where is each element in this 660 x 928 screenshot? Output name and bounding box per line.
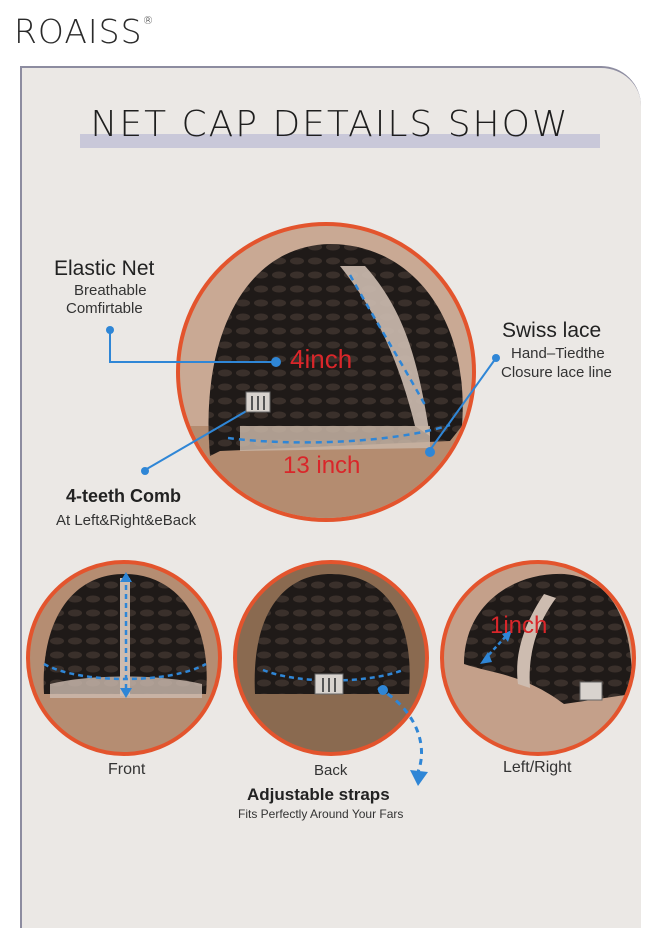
elastic-net-title: Elastic Net [54,257,155,280]
annotation-overlay [106,274,500,475]
side-measure-label: 1inch [490,612,548,639]
brand-logo: ROAISS® [14,12,155,51]
swiss-lace-line1: Hand–Tiedthe [511,345,605,362]
comb-line1: At Left&Right&eBack [56,512,197,529]
back-view-image [233,560,429,756]
view-label-left-right: Left/Right [503,759,572,776]
page-title: NET CAP DETAILS SHOW [90,104,570,145]
elastic-net-line2: Comfirtable [66,300,143,317]
swiss-lace-line2: Closure lace line [501,364,612,381]
side-cap-illustration [464,573,632,704]
view-label-back: Back [314,762,348,779]
front-view-image [26,560,222,756]
straps-line1: Fits Perfectly Around Your Fars [238,807,404,821]
measure-bottom-label: 13 inch [283,452,361,479]
straps-pointer [377,686,428,786]
view-label-front: Front [108,761,146,778]
elastic-net-line1: Breathable [74,282,147,299]
side-view-image [440,560,636,756]
comb-title: 4-teeth Comb [66,486,182,506]
wig-cap-illustration [180,244,472,518]
title-underline [80,134,600,148]
back-cap-illustration [254,574,410,695]
swiss-lace-title: Swiss lace [502,319,602,342]
straps-title: Adjustable straps [247,785,390,804]
front-cap-illustration [43,572,207,698]
main-wig-cap-image [176,222,476,522]
measure-top-label: 4inch [290,344,353,374]
